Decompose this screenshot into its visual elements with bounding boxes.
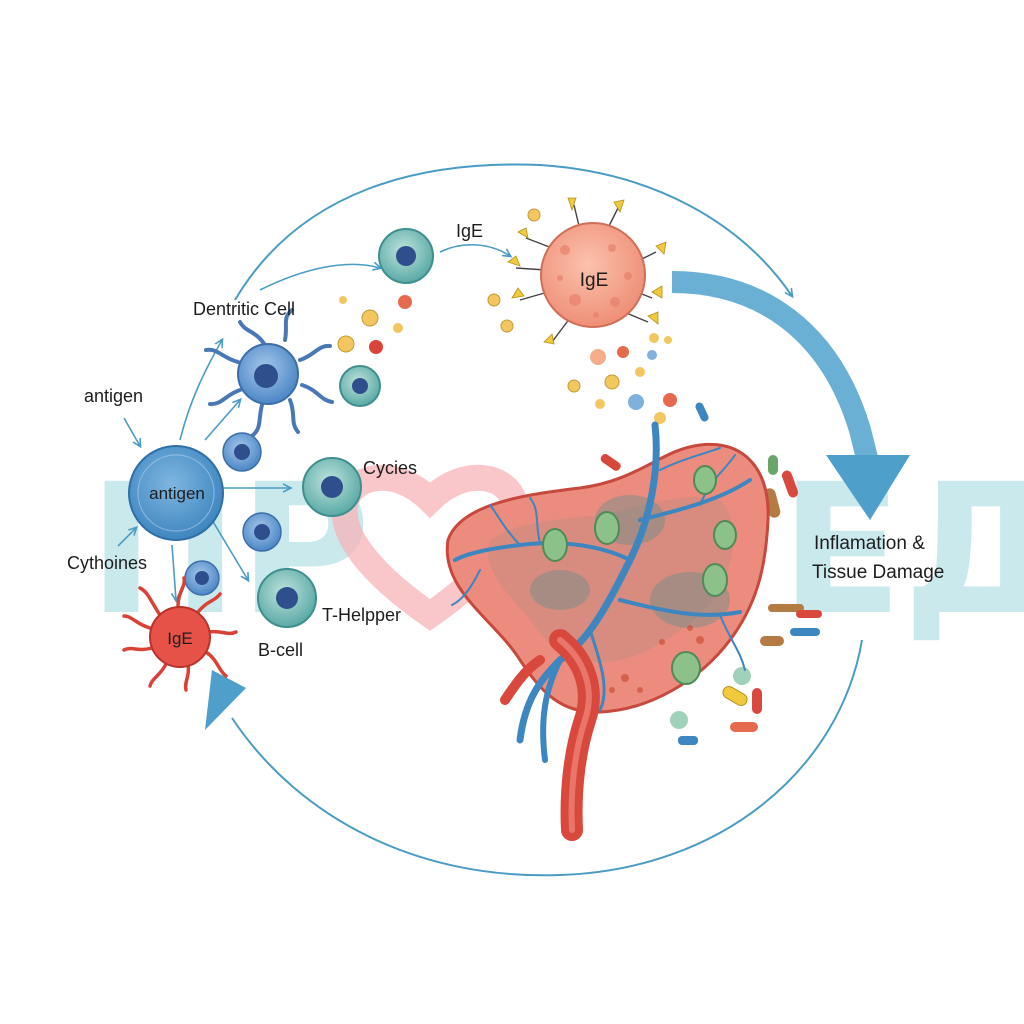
label-ige-arrow: IgE <box>456 221 483 241</box>
arrow-to-thelper <box>211 519 248 580</box>
label-ige-mast: IgE <box>580 270 609 291</box>
blood-vessels <box>451 421 752 763</box>
label-cycies: Cycies <box>363 458 417 478</box>
arrow-dendritic-up <box>259 264 380 291</box>
tissue-cells <box>542 465 737 685</box>
arrow-to-dendritic-line <box>179 340 222 441</box>
vein-branch <box>500 655 545 705</box>
antigen-cell <box>128 445 224 541</box>
arrow-to-red-cell <box>172 544 176 600</box>
arrow-ige <box>439 243 510 256</box>
label-dentritic-cell: Dentritic Cell <box>193 299 295 319</box>
label-cythoines: Cythoines <box>67 553 147 573</box>
inflamed-tissue <box>445 421 770 841</box>
label-ige-red: IgE <box>167 629 193 648</box>
label-antigen-cell: antigen <box>149 484 205 503</box>
flow-arrows <box>117 243 510 600</box>
arrow-cythoines-in <box>117 528 136 547</box>
cycies-cell <box>302 457 362 517</box>
watermark-right: ЕД <box>780 446 1024 655</box>
big-arrowhead-icon <box>826 455 910 520</box>
cycle-arc-bottom <box>231 639 863 877</box>
mid-cell <box>339 365 381 407</box>
label-b-cell: B-cell <box>258 640 303 660</box>
lymphocyte <box>222 432 262 472</box>
top-cell <box>378 228 434 284</box>
label-t-helpper: T-Helpper <box>322 605 401 625</box>
thelper-cell <box>257 568 317 628</box>
cycle-ring <box>205 163 910 877</box>
ige-red-cell <box>122 576 238 692</box>
mast-cell <box>507 197 667 345</box>
granules <box>337 208 822 745</box>
label-antigen: antigen <box>84 386 143 406</box>
dendritic-cell <box>204 308 334 438</box>
cycle-arc-top <box>234 163 792 301</box>
lymphocyte <box>242 512 282 552</box>
lymphocytes <box>184 432 282 596</box>
label-inflammation-1: Inflamation & <box>814 533 925 554</box>
arrow-antigen-in <box>123 417 140 446</box>
cycle-arrowhead-icon <box>205 670 246 730</box>
lymphocyte <box>184 560 220 596</box>
teal-cells <box>257 228 434 628</box>
big-curved-arrow <box>671 271 879 465</box>
arrow-to-dendritic-cell <box>204 400 240 441</box>
label-inflammation-2: Tissue Damage <box>812 562 944 583</box>
